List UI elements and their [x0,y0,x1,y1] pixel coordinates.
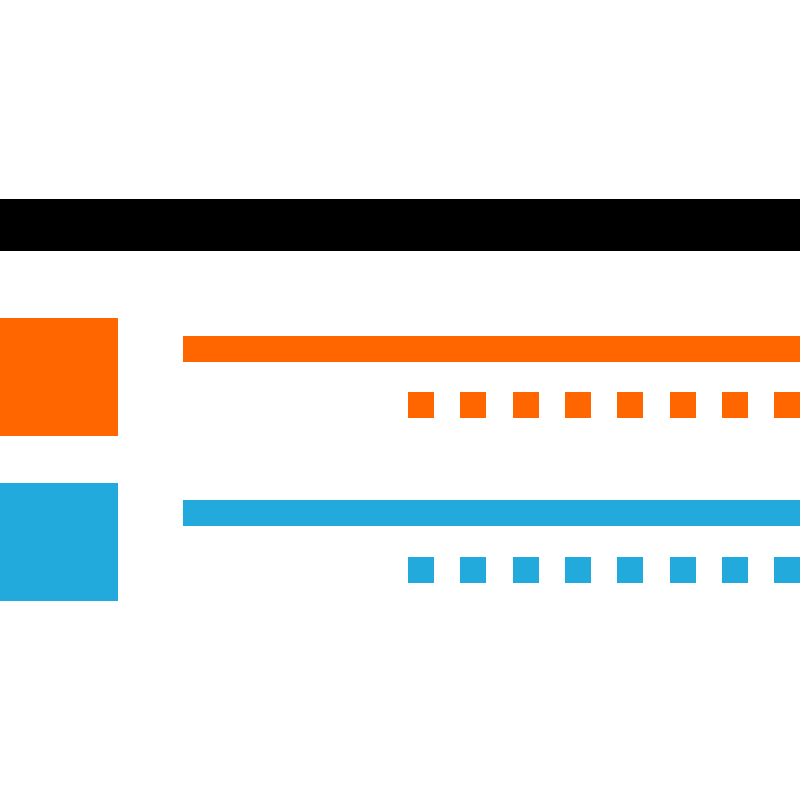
orange-solid-line [183,336,800,362]
blue-solid-line [183,500,800,526]
header-bar [0,199,800,251]
dash-segment [513,557,539,583]
dash-segment [565,392,591,418]
dash-segment [408,557,434,583]
dash-segment [774,392,800,418]
blue-swatch [0,483,118,601]
dash-segment [460,557,486,583]
dash-segment [774,557,800,583]
dash-segment [565,557,591,583]
dash-segment [617,557,643,583]
dash-segment [670,392,696,418]
dash-segment [722,557,748,583]
dash-segment [460,392,486,418]
dash-segment [513,392,539,418]
dash-segment [617,392,643,418]
dash-segment [670,557,696,583]
dash-segment [408,392,434,418]
dash-segment [722,392,748,418]
orange-swatch [0,318,118,436]
